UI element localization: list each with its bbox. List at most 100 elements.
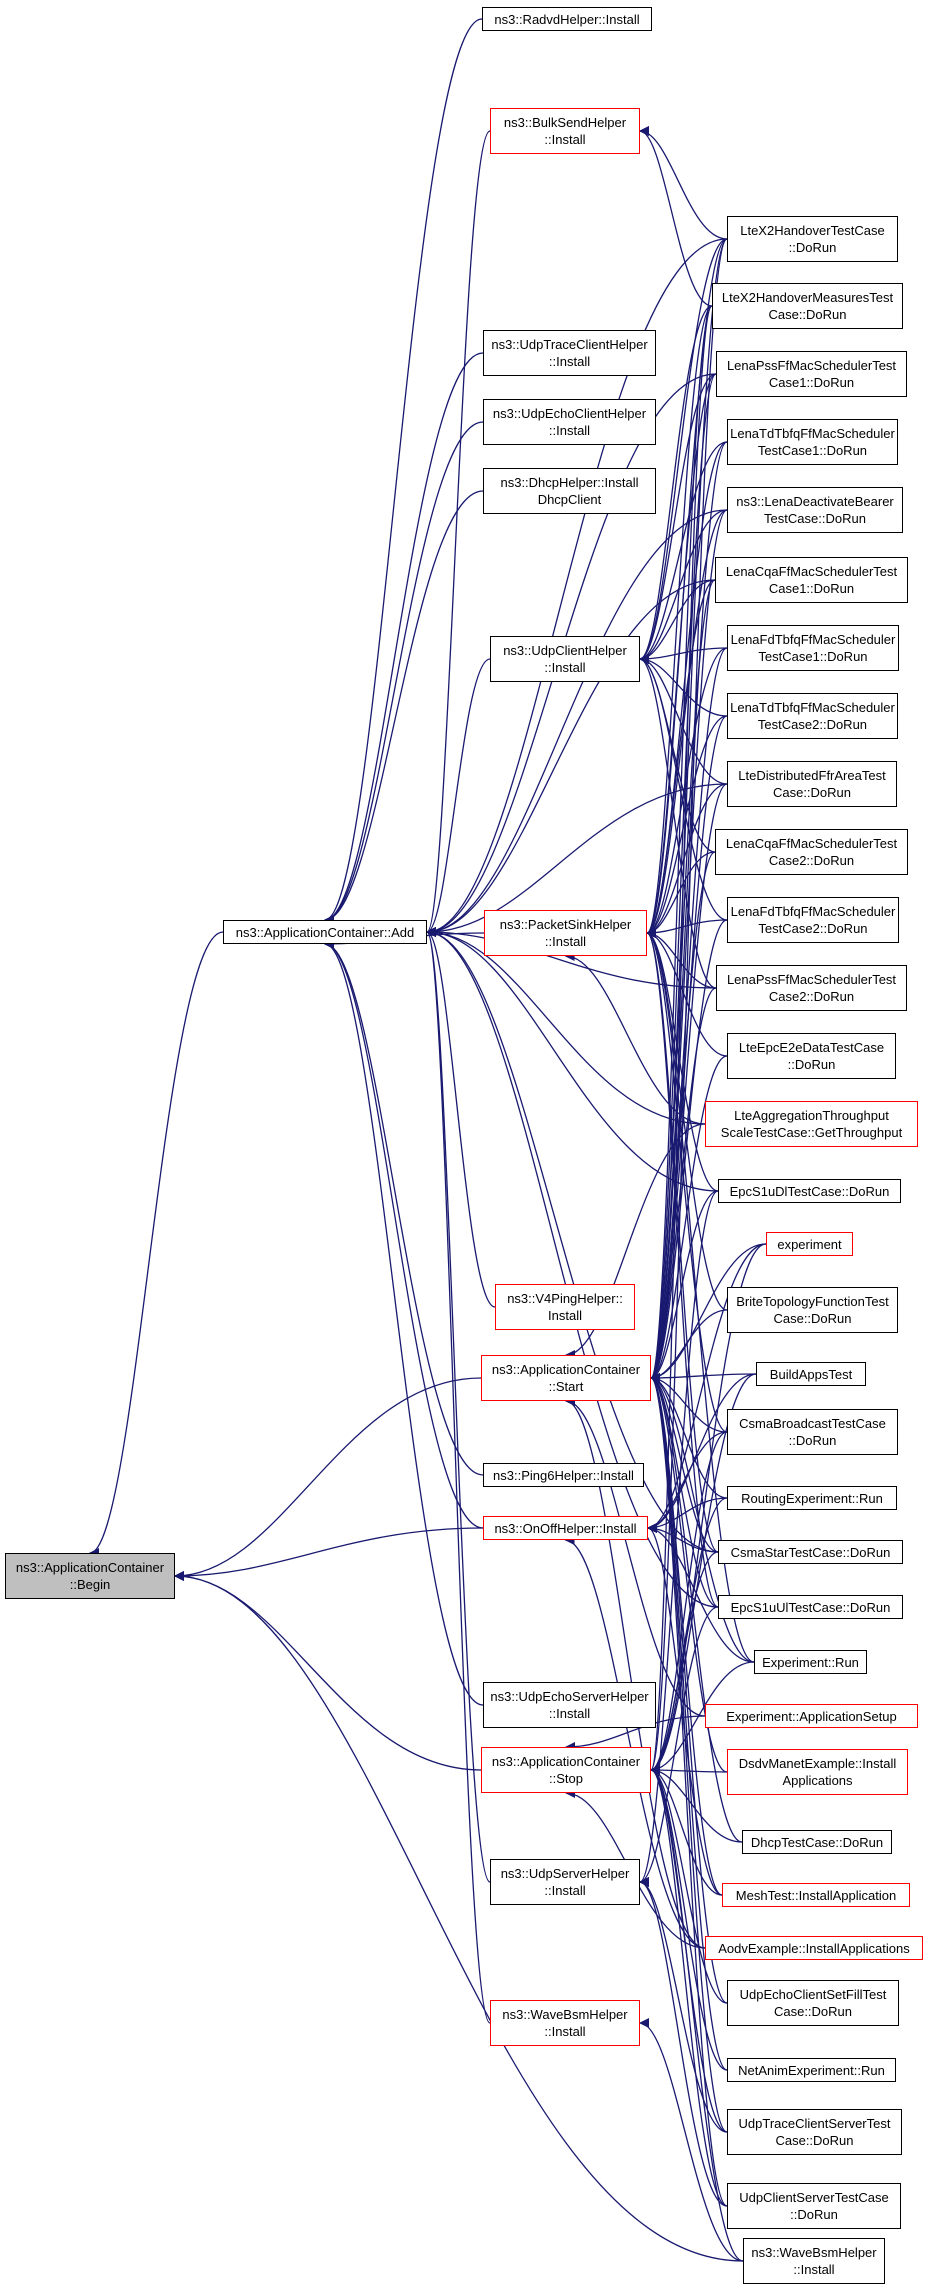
- node-dhcp[interactable]: ns3::DhcpHelper::Install DhcpClient: [483, 468, 656, 514]
- node-routingexp[interactable]: RoutingExperiment::Run: [727, 1486, 897, 1510]
- edge-x2ho-to-stop: [650, 238, 728, 1775]
- node-tdtbfq2[interactable]: LenaTdTbfqFfMacScheduler TestCase2::DoRu…: [727, 693, 898, 739]
- edge-x2ho-to-udpclient: [639, 238, 728, 664]
- edge-udpcs-to-start: [650, 1373, 728, 2207]
- node-wavebsm2[interactable]: ns3::WaveBsmHelper ::Install: [743, 2238, 885, 2284]
- node-pss2[interactable]: LenaPssFfMacSchedulerTest Case2::DoRun: [716, 965, 907, 1011]
- edge-udptracecs-to-udpserver: [639, 1877, 728, 2133]
- edge-buildapps-to-start: [650, 1372, 757, 1383]
- edge-udpcs-to-stop: [650, 1765, 728, 2207]
- node-experiment[interactable]: experiment: [766, 1232, 853, 1256]
- node-csmastar[interactable]: CsmaStarTestCase::DoRun: [718, 1540, 903, 1564]
- node-buildapps[interactable]: BuildAppsTest: [756, 1362, 866, 1386]
- node-start[interactable]: ns3::ApplicationContainer ::Start: [481, 1355, 651, 1401]
- edge-buildapps-to-onoff: [647, 1373, 757, 1533]
- node-udpechoserver[interactable]: ns3::UdpEchoServerHelper ::Install: [483, 1682, 656, 1728]
- edge-v4ping-to-add: [426, 927, 496, 1308]
- edge-epcs1uul-to-udpserver: [639, 1606, 719, 1887]
- edge-epcs1udl-to-udpserver: [639, 1190, 719, 1887]
- edge-radvd-to-add: [324, 18, 483, 925]
- edge-aodv-to-start: [565, 1396, 706, 1949]
- node-radvd[interactable]: ns3::RadvdHelper::Install: [482, 7, 652, 31]
- edge-buildapps-to-stop: [650, 1373, 757, 1775]
- node-cqa2[interactable]: LenaCqaFfMacSchedulerTest Case2::DoRun: [715, 829, 908, 875]
- node-dhcptest[interactable]: DhcpTestCase::DoRun: [742, 1830, 892, 1854]
- node-exprun[interactable]: Experiment::Run: [754, 1650, 867, 1674]
- edge-ping6-to-add: [324, 939, 484, 1476]
- edge-x2hom-to-start: [650, 305, 713, 1383]
- node-fdtbfq1[interactable]: LenaFdTbfqFfMacScheduler TestCase1::DoRu…: [727, 625, 899, 671]
- edge-cqa1-to-add: [426, 579, 716, 937]
- node-tdtbfq1[interactable]: LenaTdTbfqFfMacScheduler TestCase1::DoRu…: [727, 419, 898, 465]
- edge-experiment-to-onoff: [647, 1243, 767, 1533]
- edge-udpserver-to-add: [426, 927, 491, 1883]
- node-x2hom[interactable]: LteX2HandoverMeasuresTest Case::DoRun: [712, 283, 903, 329]
- edge-deact-to-udpclient: [639, 509, 728, 664]
- node-netanim[interactable]: NetAnimExperiment::Run: [727, 2058, 896, 2082]
- edge-start-to-begin: [174, 1377, 482, 1581]
- edge-dsdv-to-start: [650, 1373, 728, 1773]
- node-x2ho[interactable]: LteX2HandoverTestCase ::DoRun: [727, 216, 898, 262]
- node-begin: ns3::ApplicationContainer ::Begin: [5, 1553, 175, 1599]
- edge-x2hom-to-stop: [650, 305, 713, 1775]
- node-dsdv[interactable]: DsdvManetExample::Install Applications: [727, 1749, 908, 1795]
- edge-udpechoclient-to-add: [324, 421, 484, 925]
- node-ping6[interactable]: ns3::Ping6Helper::Install: [483, 1463, 644, 1487]
- node-deact[interactable]: ns3::LenaDeactivateBearer TestCase::DoRu…: [727, 487, 903, 533]
- edge-udpechoserver-to-add: [324, 939, 484, 1706]
- node-aggr[interactable]: LteAggregationThroughput ScaleTestCase::…: [705, 1101, 918, 1147]
- edge-pss1-to-udpclient: [639, 373, 717, 664]
- node-wavebsm1[interactable]: ns3::WaveBsmHelper ::Install: [490, 2000, 640, 2046]
- edge-meshtest-to-stop: [650, 1765, 723, 1896]
- node-expappsetup[interactable]: Experiment::ApplicationSetup: [705, 1704, 918, 1728]
- node-add[interactable]: ns3::ApplicationContainer::Add: [223, 920, 427, 944]
- node-packetsink[interactable]: ns3::PacketSinkHelper ::Install: [484, 910, 647, 956]
- node-csmabc[interactable]: CsmaBroadcastTestCase ::DoRun: [727, 1409, 898, 1455]
- edge-tdtbfq2-to-udpclient: [639, 654, 728, 717]
- node-distffr[interactable]: LteDistributedFfrAreaTest Case::DoRun: [727, 761, 897, 807]
- edge-onoff-to-add: [324, 939, 484, 1529]
- edge-cqa2-to-start: [650, 851, 716, 1383]
- node-fdtbfq2[interactable]: LenaFdTbfqFfMacScheduler TestCase2::DoRu…: [727, 897, 899, 943]
- node-pss1[interactable]: LenaPssFfMacSchedulerTest Case1::DoRun: [716, 351, 907, 397]
- edge-deact-to-start: [650, 509, 728, 1383]
- edge-netanim-to-stop: [650, 1765, 728, 2071]
- edge-tdtbfq2-to-packetsink: [646, 715, 728, 938]
- node-brite[interactable]: BriteTopologyFunctionTest Case::DoRun: [727, 1287, 898, 1333]
- edge-epcs1uul-to-packetsink: [646, 928, 719, 1608]
- edge-udpclient-to-add: [426, 658, 491, 937]
- node-cqa1[interactable]: LenaCqaFfMacSchedulerTest Case1::DoRun: [715, 557, 908, 603]
- edge-pss2-to-add: [426, 927, 717, 989]
- edge-aodv-to-onoff: [564, 1535, 706, 1949]
- edge-csmabc-to-onoff: [647, 1431, 728, 1533]
- edge-deact-to-add: [426, 509, 728, 937]
- edge-aggr-to-add: [426, 927, 706, 1125]
- node-udpechoclient[interactable]: ns3::UdpEchoClientHelper ::Install: [483, 399, 656, 445]
- node-bulksend[interactable]: ns3::BulkSendHelper ::Install: [490, 108, 640, 154]
- node-udptraceclient[interactable]: ns3::UdpTraceClientHelper ::Install: [483, 330, 656, 376]
- node-epce2e[interactable]: LteEpcE2eDataTestCase ::DoRun: [727, 1033, 896, 1079]
- node-v4ping[interactable]: ns3::V4PingHelper:: Install: [495, 1284, 635, 1330]
- node-udpclient[interactable]: ns3::UdpClientHelper ::Install: [490, 636, 640, 682]
- edge-fdtbfq2-to-udpclient: [639, 654, 728, 921]
- edge-onoff-to-begin: [174, 1527, 484, 1581]
- node-udpechofill[interactable]: UdpEchoClientSetFillTest Case::DoRun: [727, 1980, 899, 2026]
- edge-experiment-to-start: [650, 1243, 767, 1383]
- node-stop[interactable]: ns3::ApplicationContainer ::Stop: [481, 1747, 651, 1793]
- node-udpserver[interactable]: ns3::UdpServerHelper ::Install: [490, 1859, 640, 1905]
- edge-pss1-to-start: [650, 373, 717, 1383]
- node-udpcs[interactable]: UdpClientServerTestCase ::DoRun: [727, 2183, 901, 2229]
- edge-exprun-to-packetsink: [646, 928, 755, 1663]
- node-epcs1udl[interactable]: EpcS1uDlTestCase::DoRun: [718, 1179, 901, 1203]
- edge-dhcptest-to-stop: [650, 1765, 743, 1843]
- node-meshtest[interactable]: MeshTest::InstallApplication: [722, 1883, 910, 1907]
- edge-wavebsm2-to-wavebsm1: [639, 2018, 744, 2262]
- edge-epce2e-to-start: [650, 1055, 728, 1383]
- edge-udpechofill-to-stop: [650, 1765, 728, 2004]
- edge-distffr-to-add: [426, 783, 728, 937]
- edge-tdtbfq1-to-udpclient: [639, 441, 728, 664]
- node-aodv[interactable]: AodvExample::InstallApplications: [705, 1936, 923, 1960]
- node-onoff[interactable]: ns3::OnOffHelper::Install: [483, 1516, 648, 1540]
- node-epcs1uul[interactable]: EpcS1uUlTestCase::DoRun: [718, 1595, 903, 1619]
- node-udptracecs[interactable]: UdpTraceClientServerTest Case::DoRun: [727, 2109, 902, 2155]
